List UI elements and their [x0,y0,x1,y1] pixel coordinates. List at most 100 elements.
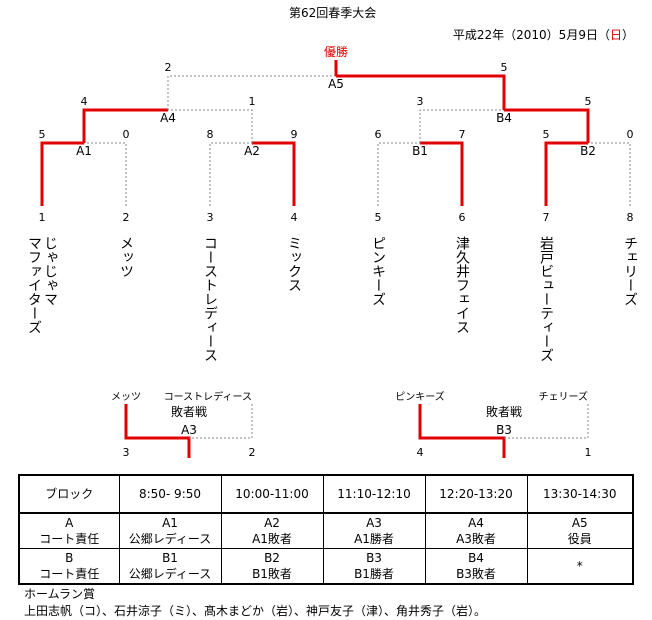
consolation-heading: 敗者戦 [171,404,207,419]
cell-line-1: A [65,516,74,530]
team-seed: 8 [627,211,634,224]
header-slot-3: 11:10-12:10 [322,474,426,514]
schedule-header-row: ブロック 8:50- 9:50 10:00-11:00 11:10-12:10 … [18,474,634,514]
cell-line-1: B1 [162,551,178,565]
match-score: 7 [459,128,466,141]
cell-line-2: 公郷レディース [128,532,212,546]
bracket-line [40,141,84,206]
cell-line-1: B4 [468,551,484,565]
match-score: 9 [291,128,298,141]
team-name: じゃじゃマ [42,236,58,306]
bracket-line [82,108,168,143]
cell-line-1: A3 [366,516,382,530]
team-seed: 7 [543,211,550,224]
match-score: 6 [375,128,382,141]
match-score: 3 [123,446,130,459]
bracket-line [336,74,506,110]
consolation-team: チェリーズ [539,390,589,403]
match-score: 5 [501,61,508,74]
match-label: B4 [496,111,512,125]
cell-line-2: A1敗者 [252,532,292,546]
match-label: A4 [160,111,176,125]
champion-label: 優勝 [324,44,348,59]
cell-line-1: * [576,559,583,573]
team-seed: 1 [39,211,46,224]
team-name: メッツ [118,236,134,278]
cell-line-2: A3敗者 [456,532,496,546]
consolation-team: ピンキーズ [395,390,445,403]
team-name: チェリーズ [622,236,638,306]
cell-line-2: 役員 [567,532,592,546]
row-b-block: B コート責任 [18,548,120,585]
bracket-line [189,404,253,439]
bracket-line [420,141,464,206]
match-label: B2 [580,144,596,158]
bracket-line [418,404,506,458]
match-score: 5 [585,95,592,108]
bracket-line [377,142,420,206]
match-score: 3 [417,95,424,108]
date-close: ） [621,28,634,42]
team-name: 津久井フェイス [454,236,470,334]
match-score: 2 [249,446,256,459]
match-score: 0 [627,128,634,141]
cell-line-1: B2 [264,551,280,565]
consolation-team: メッツ [111,392,141,403]
row-a-slot-1: A1 公郷レディース [118,512,222,549]
homerun-title: ホームラン賞 [24,587,96,601]
bracket-line [544,141,588,206]
match-score: 1 [249,95,256,108]
bracket-line [504,108,590,143]
team-name: ピンキーズ [370,236,386,306]
cell-line-2: 公郷レディース [128,567,212,581]
match-score: 0 [123,128,130,141]
match-score: 8 [207,128,214,141]
header-slot-5: 13:30-14:30 [526,474,634,514]
match-label: B1 [412,144,428,158]
cell-line-2: B3敗者 [456,567,496,581]
match-score: 4 [417,446,424,459]
match-score: 5 [39,128,46,141]
cell-line-1: A5 [571,516,588,530]
team-seed: 5 [375,211,382,224]
bracket-line [84,142,127,206]
row-b-slot-1: B1 公郷レディース [118,548,222,585]
cell-line-2: A1勝者 [354,532,394,546]
homerun-list: 上田志帆（コ）、石井涼子（ミ）、髙木まどか（岩）、神戸友子（津）、角井秀子（岩）… [24,604,487,618]
team-name: 岩戸ビューティーズ [538,236,554,362]
team-seed: 2 [123,211,130,224]
header-slot-2: 10:00-11:00 [220,474,324,514]
team-name: コーストレディース [202,236,218,362]
team-seed: 6 [459,211,466,224]
header-block: ブロック [18,474,120,514]
bracket-line [504,404,589,439]
header-slot-1: 8:50- 9:50 [118,474,222,514]
match-score: 1 [585,446,592,459]
date-weekday: 日 [609,28,622,42]
match-label: A5 [328,77,344,91]
match-label: A1 [76,144,92,158]
bracket-line [419,109,504,143]
match-score: 4 [81,95,88,108]
header-slot-4: 12:20-13:20 [424,474,528,514]
row-b-slot-5: * [526,548,634,585]
team-seed: 4 [291,211,298,224]
match-score: 5 [543,128,550,141]
bracket-line [124,404,191,458]
cell-line-1: B [65,551,74,565]
cell-line-1: A2 [264,516,280,530]
match-label: B3 [496,423,512,437]
cell-line-1: A1 [162,516,178,530]
cell-line-2: B1勝者 [354,567,394,581]
cell-line-2: コート責任 [39,567,100,581]
consolation-heading: 敗者戦 [486,404,522,419]
